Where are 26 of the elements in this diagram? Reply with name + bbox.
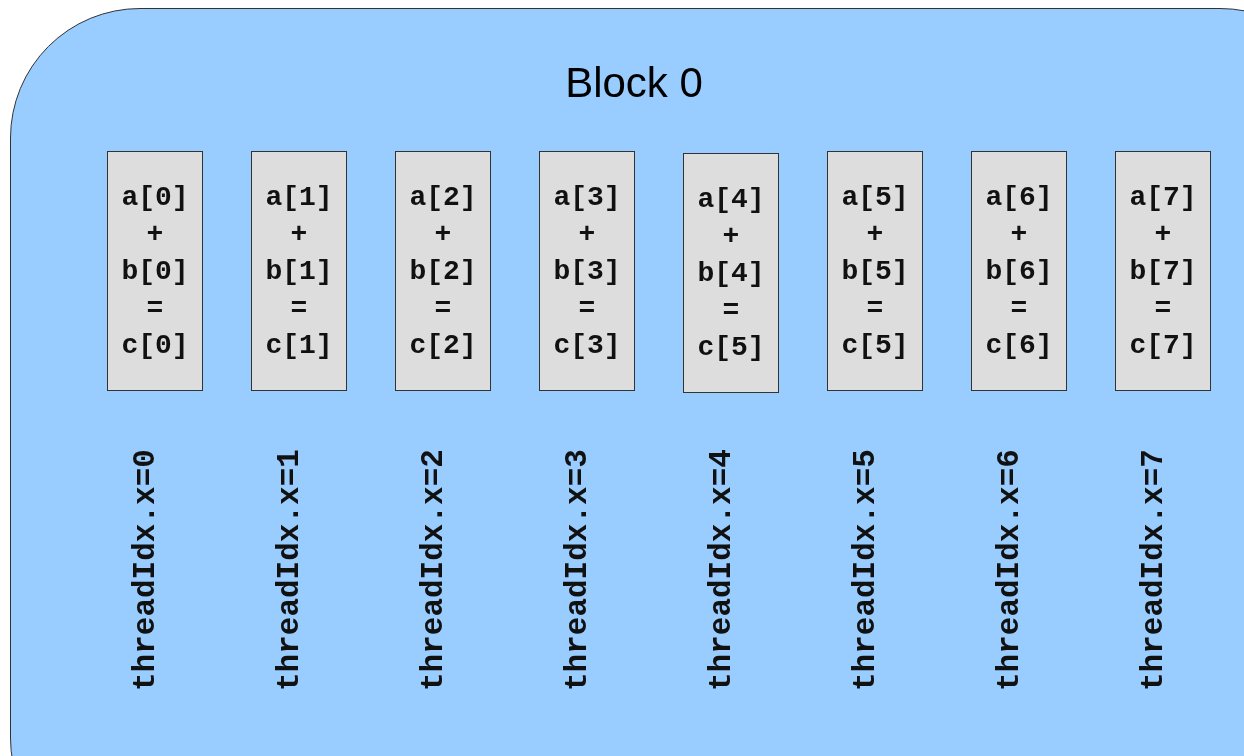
thread-box xyxy=(683,153,779,393)
thread-expression: a[2] + b[2] = c[2] xyxy=(408,180,478,363)
thread-box xyxy=(1115,151,1211,391)
thread-index-label: threadIdx.x=4 xyxy=(705,449,737,691)
thread-expression: a[3] + b[3] = c[3] xyxy=(552,180,622,363)
thread-index-label: threadIdx.x=0 xyxy=(129,449,161,691)
thread-expression: a[5] + b[5] = c[5] xyxy=(840,180,910,363)
thread-index-label: threadIdx.x=6 xyxy=(993,449,1025,691)
thread-box xyxy=(827,151,923,391)
thread-box xyxy=(251,151,347,391)
thread-box xyxy=(395,151,491,391)
thread-expression: a[0] + b[0] = c[0] xyxy=(120,180,190,363)
thread-box xyxy=(107,151,203,391)
thread-index-label: threadIdx.x=3 xyxy=(561,449,593,691)
thread-box xyxy=(971,151,1067,391)
thread-box xyxy=(539,151,635,391)
block-container xyxy=(10,8,1244,756)
thread-index-label: threadIdx.x=5 xyxy=(849,449,881,691)
thread-expression: a[1] + b[1] = c[1] xyxy=(264,180,334,363)
thread-index-label: threadIdx.x=2 xyxy=(417,449,449,691)
block-title: Block 0 xyxy=(564,59,704,107)
thread-index-label: threadIdx.x=7 xyxy=(1137,449,1169,691)
thread-expression: a[4] + b[4] = c[5] xyxy=(696,182,766,365)
thread-expression: a[7] + b[7] = c[7] xyxy=(1128,180,1198,363)
thread-expression: a[6] + b[6] = c[6] xyxy=(984,180,1054,363)
thread-index-label: threadIdx.x=1 xyxy=(273,449,305,691)
